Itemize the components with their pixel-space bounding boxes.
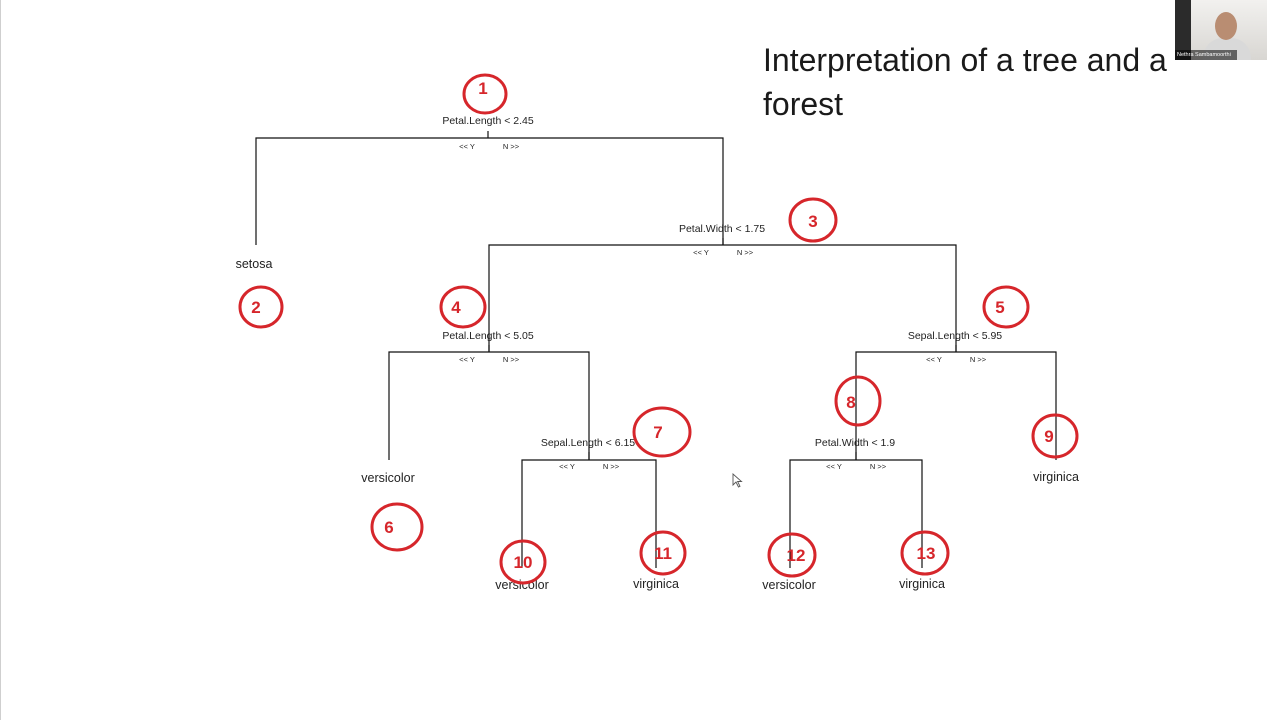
split-label-n5: Sepal.Length < 5.95 — [908, 330, 1002, 342]
no-label-n1: N >> — [503, 142, 520, 151]
mouse-pointer-icon — [732, 473, 743, 488]
edge-n5 — [855, 345, 1057, 460]
leaf-label-n6: versicolor — [361, 471, 415, 485]
webcam-participant-name: Nethra Sambamoorthi — [1175, 50, 1237, 60]
edge-n1 — [255, 131, 724, 245]
split-label-n8: Petal.Width < 1.9 — [815, 437, 895, 449]
yes-label-n7: << Y — [559, 462, 575, 471]
annotation-number-4: 4 — [451, 298, 461, 317]
annotation-3: 3 — [788, 197, 838, 243]
annotation-number-9: 9 — [1044, 427, 1053, 446]
annotation-number-12: 12 — [787, 546, 806, 565]
annotation-9: 9 — [1031, 413, 1079, 459]
annotation-number-8: 8 — [846, 393, 855, 412]
annotation-1: 1 — [462, 73, 508, 115]
edge-n8 — [789, 452, 923, 568]
leaf-label-n9: virginica — [1033, 470, 1079, 484]
tree-edges — [255, 131, 1057, 568]
annotation-number-1: 1 — [478, 79, 487, 98]
annotation-7: 7 — [632, 406, 692, 458]
annotation-13: 13 — [900, 530, 950, 576]
annotation-5: 5 — [982, 285, 1030, 329]
annotation-number-6: 6 — [384, 518, 393, 537]
annotation-number-5: 5 — [995, 298, 1004, 317]
annotation-2: 2 — [238, 285, 284, 329]
annotation-number-3: 3 — [808, 212, 817, 231]
annotation-number-2: 2 — [251, 298, 260, 317]
yes-label-n3: << Y — [693, 248, 709, 257]
webcam-dark-panel — [1175, 0, 1191, 60]
yes-label-n5: << Y — [926, 355, 942, 364]
annotation-number-10: 10 — [514, 553, 533, 572]
leaf-label-n12: versicolor — [762, 578, 816, 592]
annotation-8: 8 — [834, 375, 882, 427]
edge-n7 — [521, 452, 657, 568]
split-label-n7: Sepal.Length < 6.15 — [541, 437, 635, 449]
split-label-n3: Petal.Width < 1.75 — [679, 223, 765, 235]
leaf-label-n13: virginica — [899, 577, 945, 591]
annotation-number-13: 13 — [917, 544, 936, 563]
webcam-thumbnail[interactable]: Nethra Sambamoorthi — [1175, 0, 1267, 60]
annotation-12: 12 — [767, 532, 817, 578]
annotation-number-7: 7 — [653, 423, 662, 442]
edge-n3 — [488, 238, 957, 352]
annotation-number-11: 11 — [654, 544, 672, 563]
no-label-n5: N >> — [970, 355, 987, 364]
leaf-label-n2: setosa — [236, 257, 273, 271]
annotation-6: 6 — [370, 502, 424, 552]
no-label-n4: N >> — [503, 355, 520, 364]
yes-label-n1: << Y — [459, 142, 475, 151]
yes-label-n4: << Y — [459, 355, 475, 364]
split-label-n4: Petal.Length < 5.05 — [442, 330, 534, 342]
split-label-n1: Petal.Length < 2.45 — [442, 115, 534, 127]
annotation-11: 11 — [639, 530, 687, 576]
slide-title: Interpretation of a tree and a forest — [763, 42, 1167, 122]
annotation-10: 10 — [499, 539, 547, 585]
no-label-n8: N >> — [870, 462, 887, 471]
leaf-label-n11: virginica — [633, 577, 679, 591]
webcam-person-head — [1215, 12, 1237, 40]
leaf-label-n10: versicolor — [495, 578, 549, 592]
edge-n4 — [388, 345, 590, 460]
yes-label-n8: << Y — [826, 462, 842, 471]
no-label-n3: N >> — [737, 248, 754, 257]
no-label-n7: N >> — [603, 462, 620, 471]
annotation-4: 4 — [439, 285, 487, 329]
